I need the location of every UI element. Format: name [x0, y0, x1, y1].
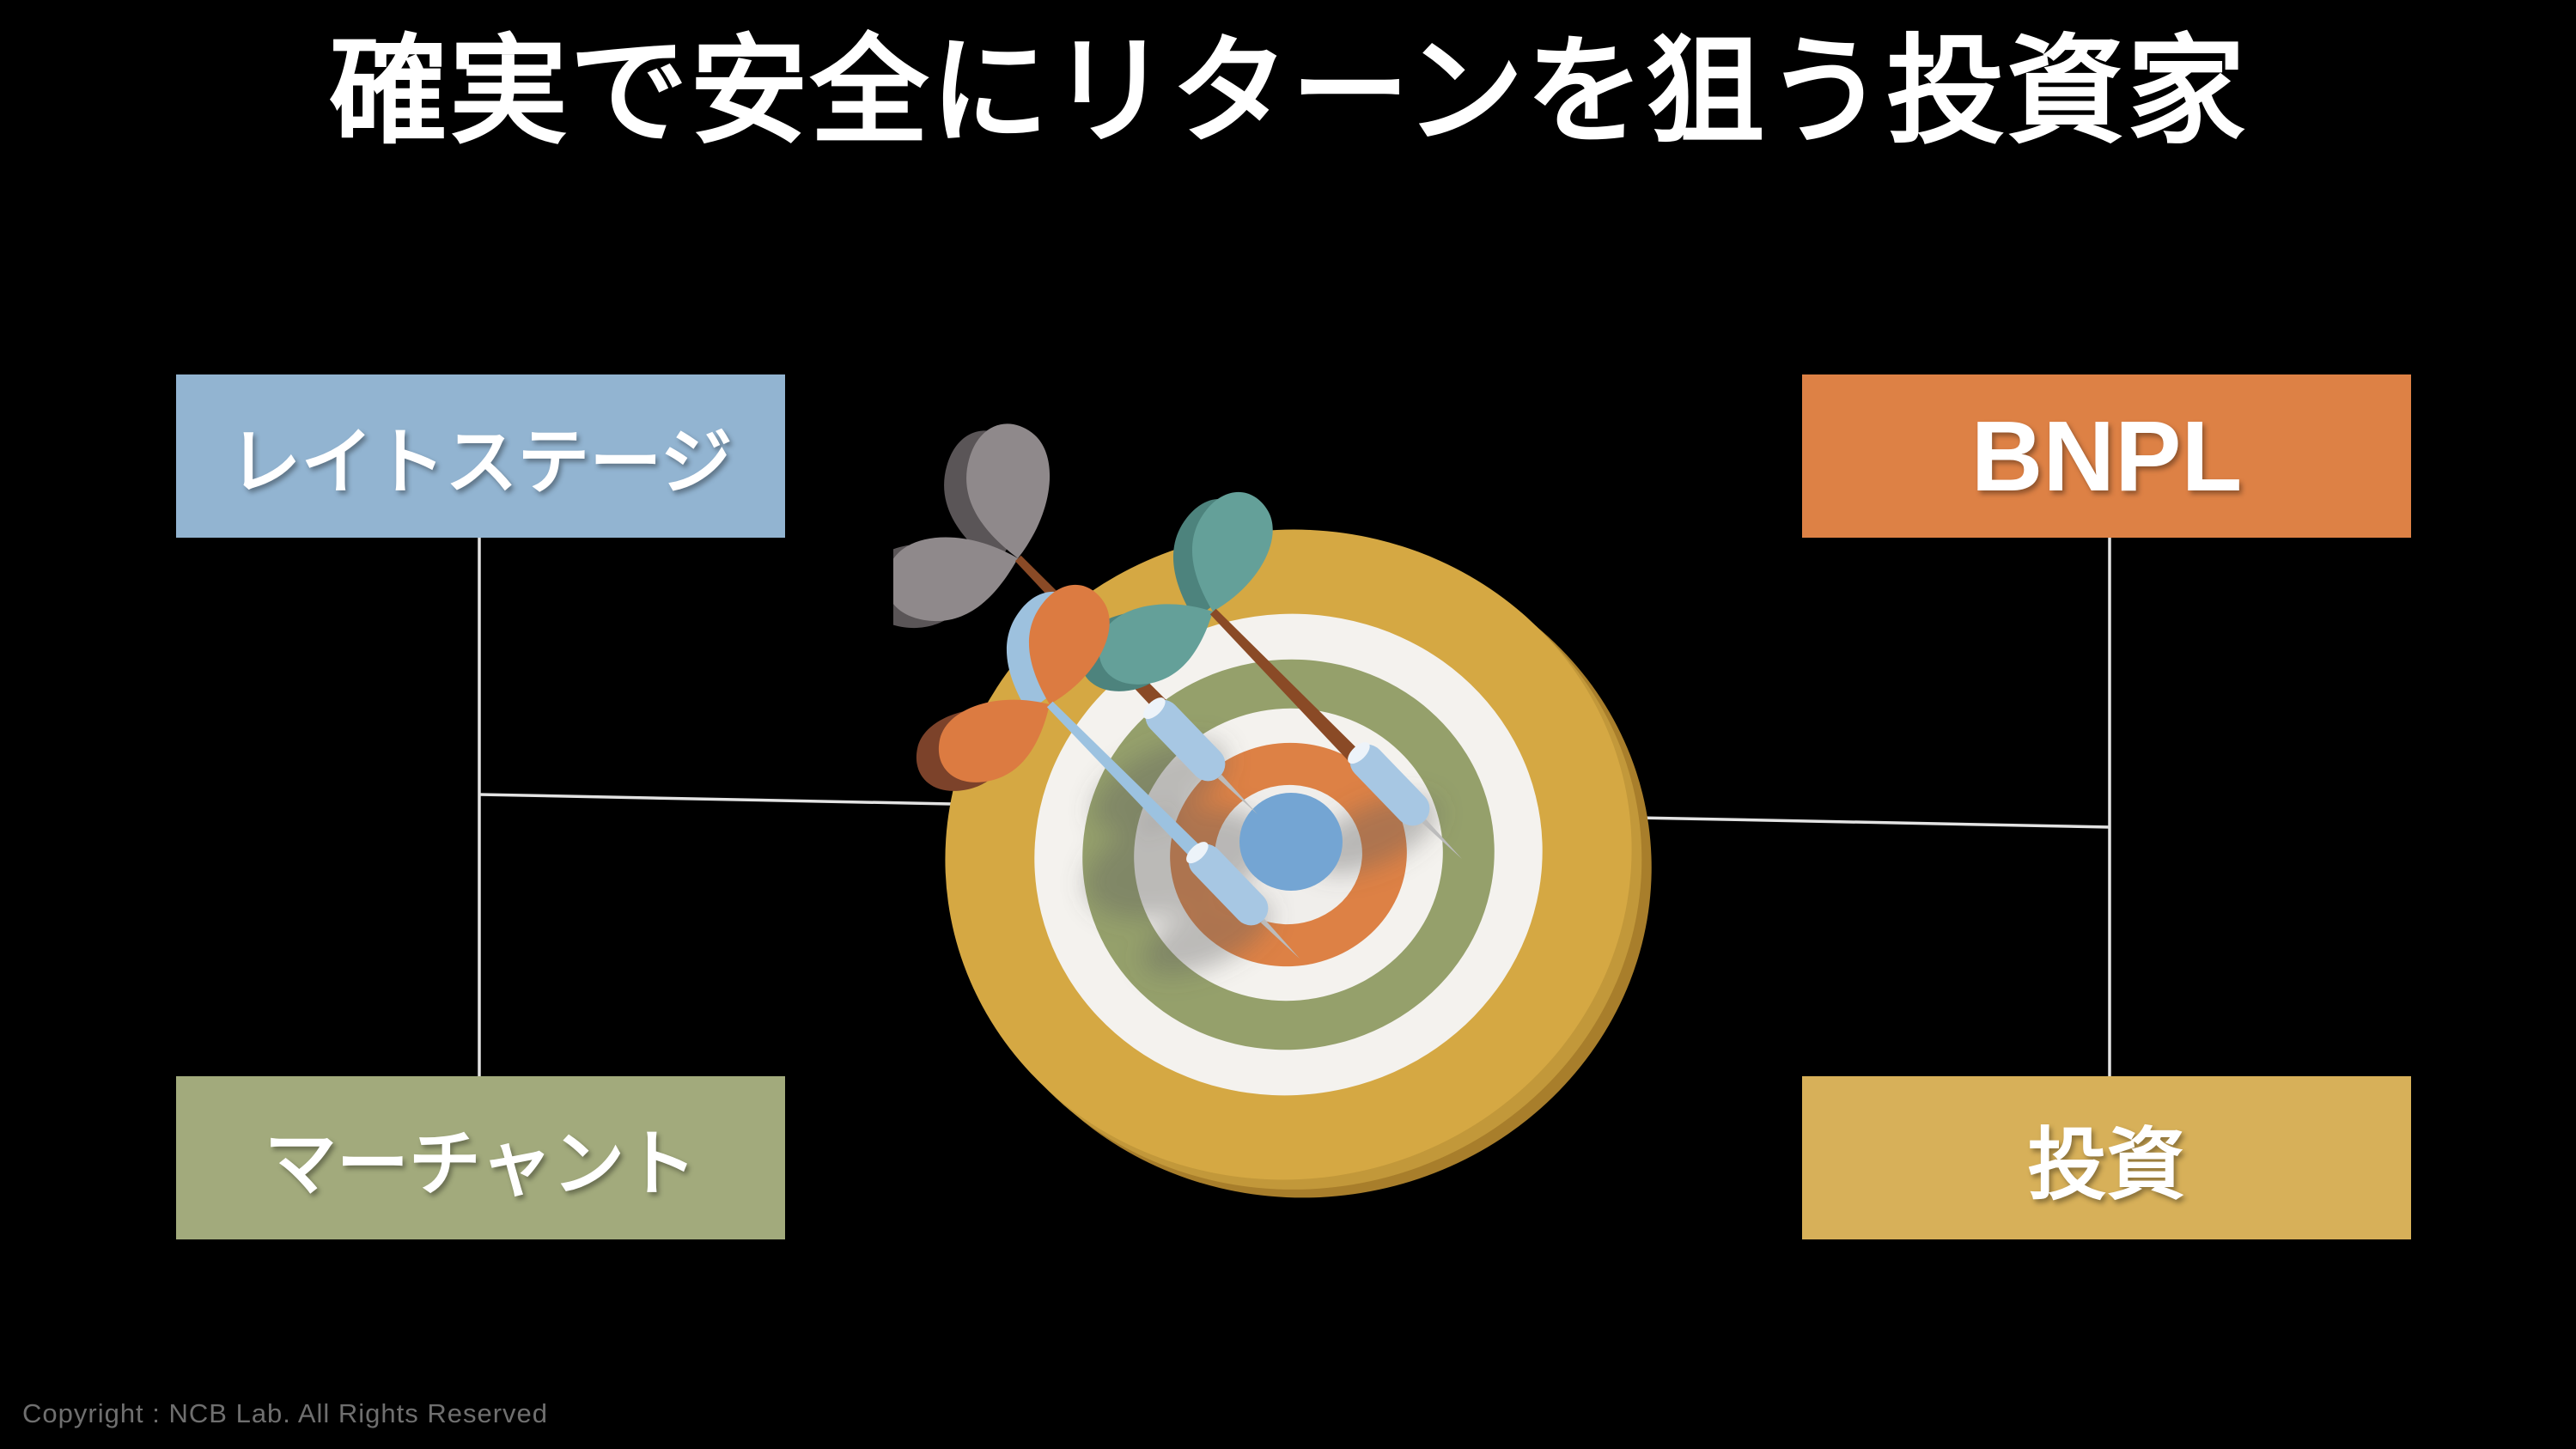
dart-orange — [914, 571, 1210, 867]
copyright-text: Copyright : NCB Lab. All Rights Reserved — [22, 1398, 549, 1428]
dart-teal-shaft — [1209, 608, 1370, 772]
box-bnpl-label: BNPL — [1970, 400, 2243, 512]
box-late-stage: レイトステージ — [176, 374, 785, 538]
box-merchant-label: マーチャント — [264, 1123, 697, 1204]
box-bnpl: BNPL — [1802, 374, 2411, 538]
dart-orange-shaft — [1046, 701, 1210, 867]
box-late-stage-label: レイトステージ — [228, 421, 733, 502]
box-merchant: マーチャント — [176, 1076, 785, 1239]
bullseye — [1239, 793, 1343, 891]
dartboard-illustration — [893, 421, 1652, 1198]
box-investment: 投資 — [1802, 1076, 2411, 1239]
page-title: 確実で安全にリターンを狙う投資家 — [328, 26, 2248, 158]
dart-barrels — [1143, 697, 1462, 959]
dart-teal — [1075, 478, 1370, 772]
box-investment-label: 投資 — [2027, 1121, 2186, 1209]
